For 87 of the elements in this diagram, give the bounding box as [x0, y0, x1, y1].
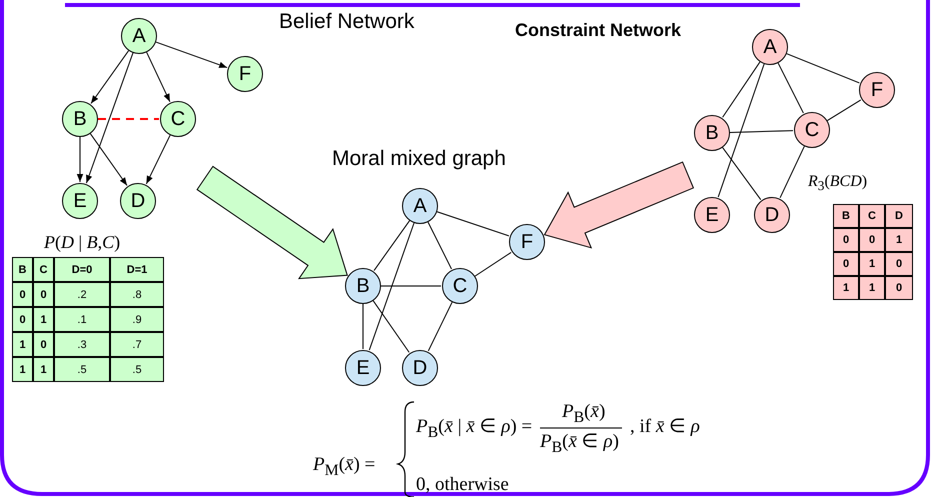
- table-cell: .1: [54, 307, 110, 332]
- table-cell: 0: [833, 228, 859, 252]
- edge-line: [428, 222, 452, 270]
- table-cell: 1: [885, 228, 913, 252]
- edge-line: [374, 220, 410, 272]
- formula-text: P$_{B}$(x̄): [562, 401, 606, 427]
- edge-line: [786, 53, 860, 84]
- graph-node-circle: D: [120, 183, 156, 219]
- edge-line: [368, 222, 415, 351]
- table-cell: 0: [833, 252, 859, 276]
- formula-text: , if x̄ ∈ ρ: [630, 415, 700, 438]
- table-cell: .5: [110, 357, 164, 382]
- edge-line: [362, 304, 364, 350]
- table-cell: 0: [33, 332, 54, 357]
- graph-node-circle: E: [694, 197, 730, 233]
- table-cell: 1: [33, 307, 54, 332]
- arrow: [90, 50, 130, 104]
- arrow: [90, 133, 128, 186]
- graph-node-circle: F: [509, 224, 545, 260]
- table-cell: B: [833, 204, 859, 228]
- table-cell: 0: [859, 228, 885, 252]
- table-cell: C: [33, 257, 54, 282]
- edge-line: [718, 64, 765, 198]
- graph-node-circle: C: [160, 101, 196, 137]
- table-cell: 1: [12, 357, 33, 382]
- graph-node-circle: A: [752, 29, 788, 65]
- graph-node-circle: B: [345, 268, 381, 304]
- table-cell: D: [885, 204, 913, 228]
- table-cell: .7: [110, 332, 164, 357]
- graph-node-circle: D: [754, 197, 790, 233]
- graph-node-circle: F: [859, 72, 895, 108]
- table-cell: B: [12, 257, 33, 282]
- table-cell: 0: [33, 282, 54, 307]
- edge-line: [722, 61, 760, 118]
- formula-text: 0, otherwise: [416, 474, 509, 496]
- graph-node-circle: D: [402, 350, 438, 386]
- table-cell: 1: [859, 252, 885, 276]
- table-caption: R$_{3}$(BCD): [808, 173, 868, 194]
- section-title: Belief Network: [279, 10, 414, 34]
- arrow: [76, 136, 84, 182]
- table-cell: 1: [833, 276, 859, 300]
- graph-node-circle: E: [345, 350, 381, 386]
- table-cell: .3: [54, 332, 110, 357]
- graph-node-circle: B: [694, 115, 730, 151]
- graph-node-circle: C: [442, 268, 478, 304]
- edge-line: [436, 211, 510, 236]
- formula-text: P$_{M}$(x̄) =: [313, 454, 376, 480]
- section-title: Moral mixed graph: [332, 147, 506, 171]
- formula-text: P$_{B}$(x̄ ∈ ρ): [540, 430, 619, 457]
- block-arrow: [196, 166, 348, 280]
- table-cell: .9: [110, 307, 164, 332]
- edge-line: [778, 62, 804, 114]
- edge-line: [372, 300, 410, 353]
- graph-node-circle: A: [402, 188, 438, 224]
- arrow: [146, 52, 170, 102]
- table-cell: 0: [885, 276, 913, 300]
- arrow: [146, 134, 171, 184]
- section-title: Constraint Network: [515, 20, 682, 41]
- graph-node-circle: F: [227, 56, 263, 92]
- edge-line: [826, 99, 862, 122]
- table-cell: D=1: [110, 257, 164, 282]
- graph-node-circle: C: [794, 112, 830, 148]
- edge-line: [730, 130, 794, 133]
- table-cell: 1: [859, 276, 885, 300]
- table-cell: 1: [12, 332, 33, 357]
- table-cell: .2: [54, 282, 110, 307]
- table-cell: 1: [33, 357, 54, 382]
- table-cell: 0: [12, 307, 33, 332]
- graph-node-circle: B: [62, 101, 98, 137]
- table-cell: 0: [885, 252, 913, 276]
- graph-node-circle: A: [121, 18, 157, 54]
- formula-text: P$_{B}$(x̄ | x̄ ∈ ρ) =: [416, 415, 532, 442]
- graph-node-circle: E: [62, 183, 98, 219]
- table-cell: C: [859, 204, 885, 228]
- table-cell: .8: [110, 282, 164, 307]
- edge-line: [722, 147, 762, 200]
- arrow: [155, 42, 228, 68]
- edge-line: [780, 146, 805, 198]
- edge-line: [474, 252, 512, 277]
- table-cell: 0: [12, 282, 33, 307]
- table-cell: D=0: [54, 257, 110, 282]
- edge-line: [428, 302, 453, 352]
- table-cell: .5: [54, 357, 110, 382]
- table-caption: P(D | B,C): [44, 232, 120, 253]
- edge-line: [98, 118, 159, 120]
- block-arrow: [544, 161, 694, 249]
- arrow: [86, 52, 134, 184]
